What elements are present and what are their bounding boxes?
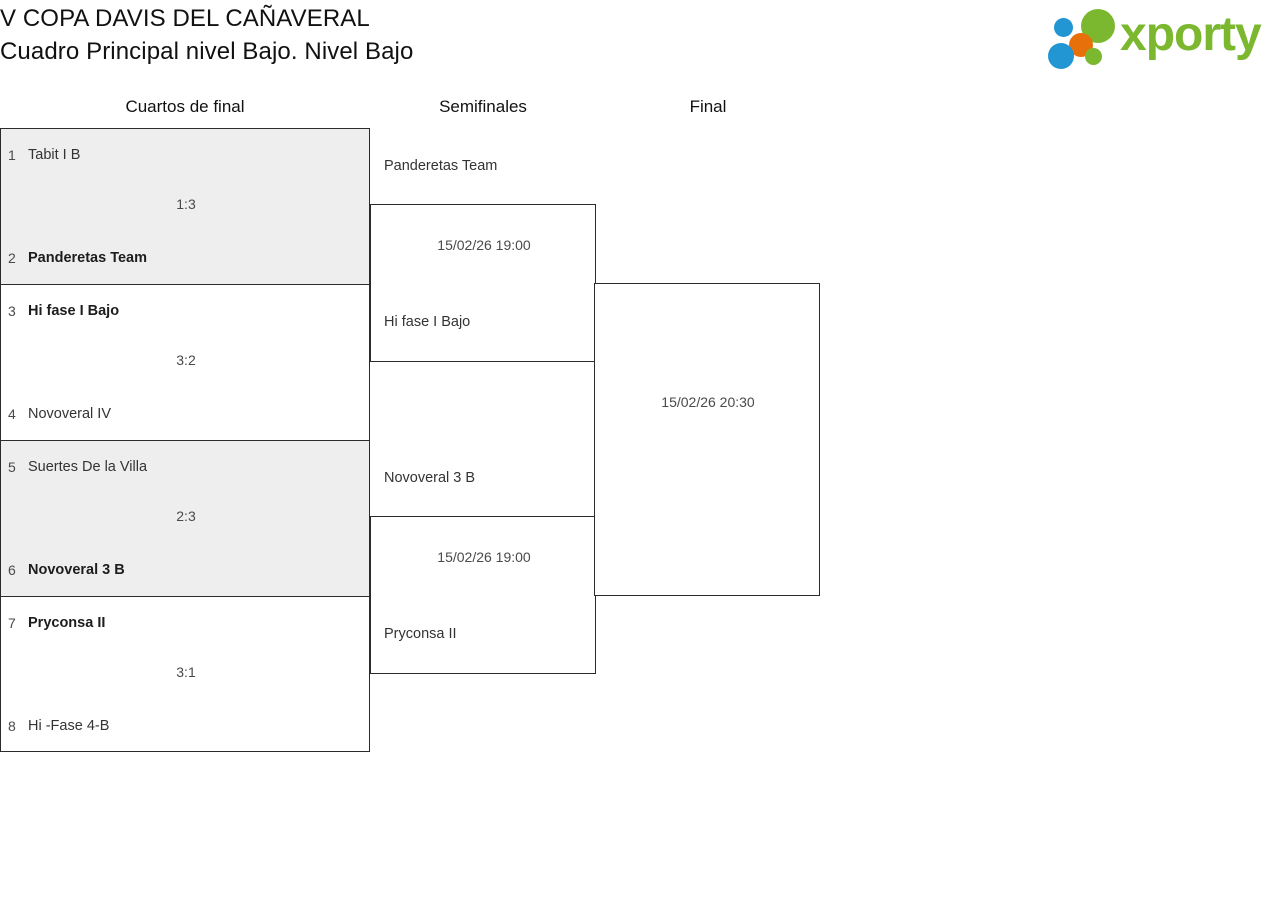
player-name: Hi fase I Bajo [384,314,471,330]
quarterfinal-match[interactable]: 3 Hi fase I Bajo 3:2 4 Novoveral IV [0,284,370,440]
bracket-player[interactable]: 4 Novoveral IV [1,403,371,425]
round-header-semifinals: Semifinales [439,97,527,116]
player-seed: 6 [8,562,16,578]
player-name: Novoveral 3 B [28,562,125,578]
bracket-player[interactable]: Pryconsa II [377,626,596,642]
quarterfinal-match[interactable]: 1 Tabit I B 1:3 2 Panderetas Team [0,128,370,284]
player-seed: 7 [8,615,16,631]
match-time: 15/02/26 20:30 [661,394,755,410]
player-seed: 1 [8,147,16,163]
quarterfinal-match[interactable]: 7 Pryconsa II 3:1 8 Hi -Fase 4-B [0,596,370,752]
bracket-player[interactable]: Panderetas Team [377,158,596,174]
player-name: Novoveral 3 B [384,470,476,486]
player-name: Tabit I B [28,147,81,163]
player-name: Hi fase I Bajo [28,303,120,319]
match-score: 3:2 [176,352,196,368]
player-name: Novoveral IV [28,406,112,422]
match-score: 1:3 [176,196,196,212]
bracket-player[interactable]: 6 Novoveral 3 B [1,559,371,581]
player-seed: 3 [8,303,16,319]
logo-dots-icon [1048,6,1124,69]
player-seed: 4 [8,406,16,422]
round-header-final: Final [689,97,727,116]
player-name: Hi -Fase 4-B [28,718,110,734]
player-seed: 8 [8,718,16,734]
logo-dot-green-small-icon [1085,48,1102,65]
logo-dot-blue-small-icon [1054,18,1073,37]
semifinal-match[interactable]: 15/02/26 19:00 [370,204,596,362]
final-match[interactable]: 15/02/26 20:30 [594,283,820,596]
bracket-player[interactable]: Hi fase I Bajo [377,314,596,330]
player-name: Pryconsa II [384,626,457,642]
player-name: Panderetas Team [28,250,148,266]
tournament-subtitle: Cuadro Principal nivel Bajo. Nivel Bajo [0,38,414,65]
player-name: Suertes De la Villa [28,459,148,475]
player-name: Panderetas Team [384,158,498,174]
player-name: Pryconsa II [28,615,106,631]
bracket-player[interactable]: 3 Hi fase I Bajo [1,300,371,322]
logo-wordmark: xporty [1120,8,1262,61]
match-score: 2:3 [176,508,196,524]
round-header-quarterfinals: Cuartos de final [125,97,245,116]
tournament-name: V COPA DAVIS DEL CAÑAVERAL [0,5,370,32]
semifinal-match[interactable]: 15/02/26 19:00 [370,516,596,674]
tournament-bracket: 1 Tabit I B 1:3 2 Panderetas Team 3 Hi f… [0,128,900,768]
player-seed: 2 [8,250,16,266]
bracket-player[interactable]: Novoveral 3 B [377,470,596,486]
bracket-player[interactable]: 2 Panderetas Team [1,247,371,269]
xporty-logo[interactable]: xporty [1048,4,1276,69]
quarterfinal-match[interactable]: 5 Suertes De la Villa 2:3 6 Novoveral 3 … [0,440,370,596]
match-time: 15/02/26 19:00 [437,549,531,565]
bracket-player[interactable]: 7 Pryconsa II [1,612,371,634]
match-score: 3:1 [176,664,196,680]
bracket-player[interactable]: 1 Tabit I B [1,144,371,166]
player-seed: 5 [8,459,16,475]
bracket-player[interactable]: 8 Hi -Fase 4-B [1,715,371,737]
bracket-player[interactable]: 5 Suertes De la Villa [1,456,371,478]
page-header: V COPA DAVIS DEL CAÑAVERAL Cuadro Princi… [0,0,1280,75]
logo-dot-blue-large-icon [1048,43,1074,69]
tournament-title: V COPA DAVIS DEL CAÑAVERAL Cuadro Princi… [0,2,413,68]
match-time: 15/02/26 19:00 [437,237,531,253]
